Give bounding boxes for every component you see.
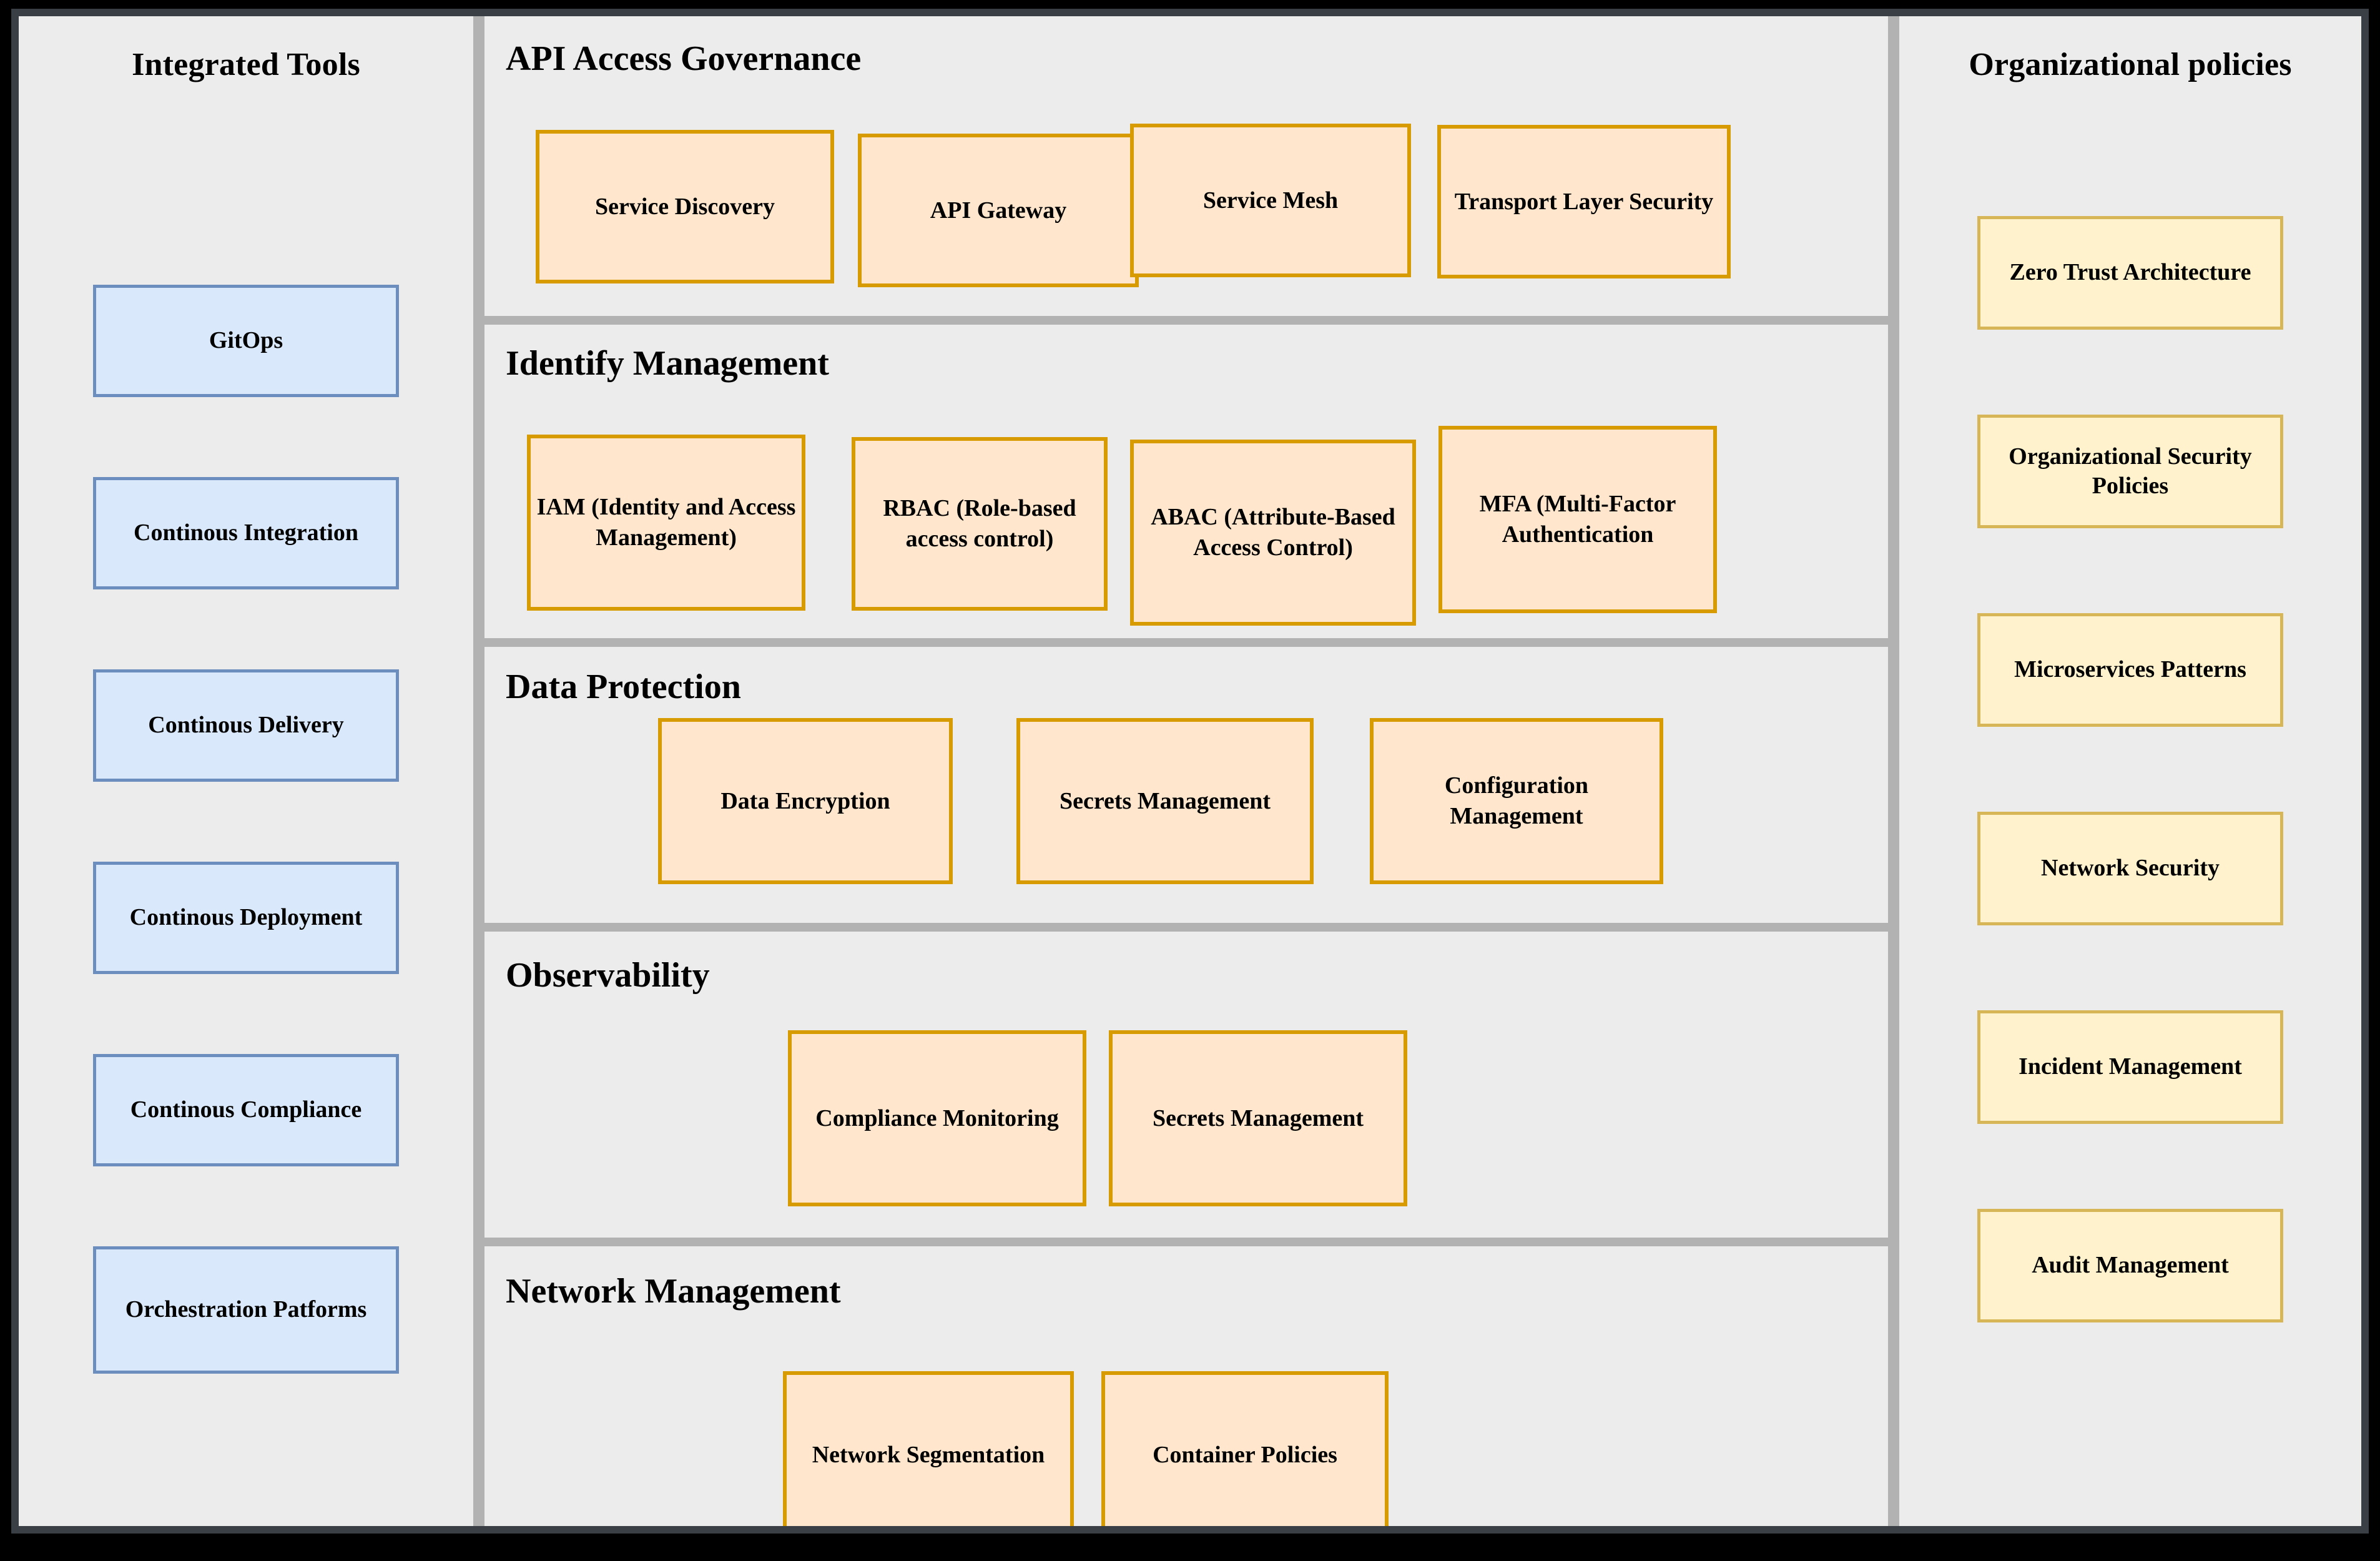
tool-continuous-deployment[interactable]: Continous Deployment [93,862,399,974]
section-api-access-governance: API Access Governance Service Discovery … [484,16,1888,316]
node-label: ABAC (Attribute-Based Access Control) [1151,504,1395,561]
node-label: Transport Layer Security [1454,188,1714,215]
node-service-discovery[interactable]: Service Discovery [536,130,834,283]
policy-label: Audit Management [2032,1252,2229,1279]
node-rbac[interactable]: RBAC (Role-based access control) [852,437,1108,611]
node-iam[interactable]: IAM (Identity and Access Management) [527,435,805,611]
node-api-gateway[interactable]: API Gateway [858,134,1139,287]
section-title: Network Management [506,1272,841,1311]
integrated-tools-title: Integrated Tools [132,47,360,82]
node-configuration-management[interactable]: Configuration Management [1370,718,1663,884]
diagram-frame: Integrated Tools GitOps Continous Integr… [11,9,2369,1534]
section-divider-2 [484,638,1888,647]
node-label: MFA (Multi-Factor Authentication [1479,491,1676,548]
policy-audit-management[interactable]: Audit Management [1977,1209,2283,1322]
node-container-policies[interactable]: Container Policies [1101,1371,1389,1526]
node-label: Container Policies [1153,1441,1337,1468]
policy-label: Network Security [2041,855,2220,882]
node-label: RBAC (Role-based access control) [883,495,1076,552]
tool-gitops[interactable]: GitOps [93,285,399,397]
tool-label: GitOps [209,327,283,354]
section-observability: Observability Compliance Monitoring Secr… [484,932,1888,1238]
node-label: Data Encryption [720,787,890,814]
node-mfa[interactable]: MFA (Multi-Factor Authentication [1438,426,1717,613]
node-label: Secrets Management [1152,1105,1364,1131]
node-label: Service Discovery [594,193,775,220]
policy-label: Incident Management [2019,1053,2242,1080]
policy-zero-trust-architecture[interactable]: Zero Trust Architecture [1977,216,2283,330]
node-observability-secrets-management[interactable]: Secrets Management [1109,1030,1407,1206]
tool-label: Orchestration Patforms [125,1296,367,1323]
node-label: Configuration Management [1444,772,1589,829]
policy-label: Zero Trust Architecture [2009,259,2251,286]
policy-label: Microservices Patterns [2014,656,2246,683]
node-label: Network Segmentation [812,1441,1045,1468]
section-divider-1 [484,316,1888,325]
node-label: Service Mesh [1202,187,1339,214]
node-service-mesh[interactable]: Service Mesh [1130,124,1411,277]
integrated-tools-panel: Integrated Tools GitOps Continous Integr… [19,16,473,1526]
tool-continuous-compliance[interactable]: Continous Compliance [93,1054,399,1166]
section-divider-4 [484,1238,1888,1246]
section-title: Observability [506,956,710,995]
organizational-policies-list: Zero Trust Architecture Organizational S… [1899,216,2361,1465]
section-network-management: Network Management Network Segmentation … [484,1246,1888,1526]
section-title: Identify Management [506,344,829,383]
organizational-policies-title: Organizational policies [1969,47,2292,82]
node-label: Secrets Management [1059,787,1271,814]
policy-microservices-patterns[interactable]: Microservices Patterns [1977,613,2283,727]
node-label: IAM (Identity and Access Management) [536,494,796,551]
left-column-separator [473,16,484,1526]
policy-network-security[interactable]: Network Security [1977,812,2283,925]
tool-orchestration-platforms[interactable]: Orchestration Patforms [93,1246,399,1374]
node-label: API Gateway [930,197,1067,224]
node-network-segmentation[interactable]: Network Segmentation [783,1371,1074,1526]
right-column-separator [1888,16,1899,1526]
tool-label: Continous Integration [134,520,358,546]
section-divider-3 [484,923,1888,932]
section-title: Data Protection [506,667,741,706]
node-label: Compliance Monitoring [815,1105,1059,1131]
policy-organizational-security-policies[interactable]: Organizational Security Policies [1977,415,2283,528]
node-compliance-monitoring[interactable]: Compliance Monitoring [788,1030,1086,1206]
tool-label: Continous Delivery [148,712,344,739]
security-capability-stack: API Access Governance Service Discovery … [484,16,1888,1526]
organizational-policies-panel: Organizational policies Zero Trust Archi… [1899,16,2361,1526]
tool-continuous-delivery[interactable]: Continous Delivery [93,669,399,782]
policy-label: Organizational Security Policies [2009,443,2252,500]
section-data-protection: Data Protection Data Encryption Secrets … [484,647,1888,923]
node-secrets-management[interactable]: Secrets Management [1016,718,1314,884]
node-data-encryption[interactable]: Data Encryption [658,718,953,884]
node-transport-layer-security[interactable]: Transport Layer Security [1437,125,1731,278]
tool-label: Continous Compliance [130,1096,362,1123]
tool-continuous-integration[interactable]: Continous Integration [93,477,399,589]
node-abac[interactable]: ABAC (Attribute-Based Access Control) [1130,440,1416,626]
section-identity-management: Identify Management IAM (Identity and Ac… [484,325,1888,638]
integrated-tools-list: GitOps Continous Integration Continous D… [19,285,473,1459]
policy-incident-management[interactable]: Incident Management [1977,1010,2283,1124]
tool-label: Continous Deployment [129,904,363,931]
section-title: API Access Governance [506,39,862,78]
